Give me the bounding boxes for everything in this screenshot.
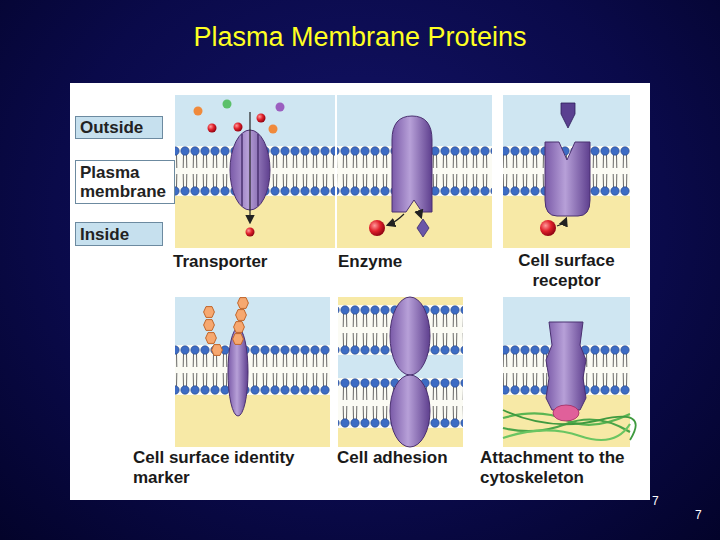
protein-panel: Cell adhesion: [338, 297, 463, 447]
panel-caption: Cell surface identity marker: [133, 448, 333, 488]
white-panel: [70, 83, 650, 500]
slide-number: 7: [652, 494, 659, 508]
protein-panel: Attachment to the cytoskeleton: [503, 297, 630, 447]
panel-caption: Enzyme: [338, 252, 488, 272]
protein-panel: Enzyme: [337, 95, 492, 248]
slide-number: 7: [695, 508, 702, 522]
protein-panel: Transporter: [175, 95, 335, 248]
label-box: Inside: [75, 222, 163, 246]
enzyme-protein: [369, 116, 432, 237]
adhesion-proteins: [390, 297, 430, 447]
identity-marker-protein: [204, 298, 249, 416]
protein-panel: Cell surface identity marker: [175, 297, 330, 447]
box-label: Inside: [80, 225, 129, 244]
box-label: Plasma membrane: [80, 163, 170, 201]
label-box: Outside: [75, 116, 163, 139]
receptor-protein: [540, 103, 590, 236]
panel-caption: Transporter: [173, 252, 338, 272]
panel-caption: Cell adhesion: [337, 448, 477, 468]
panel-caption: Attachment to the cytoskeleton: [480, 448, 650, 488]
box-label: Outside: [80, 118, 143, 137]
label-box: Plasma membrane: [75, 160, 175, 204]
protein-panel: Cell surface receptor: [503, 95, 630, 248]
panel-caption: Cell surface receptor: [500, 251, 633, 291]
slide-title: Plasma Membrane Proteins: [0, 22, 720, 53]
transporter-protein: [194, 100, 285, 237]
cytoskeleton-attachment: [503, 322, 636, 440]
